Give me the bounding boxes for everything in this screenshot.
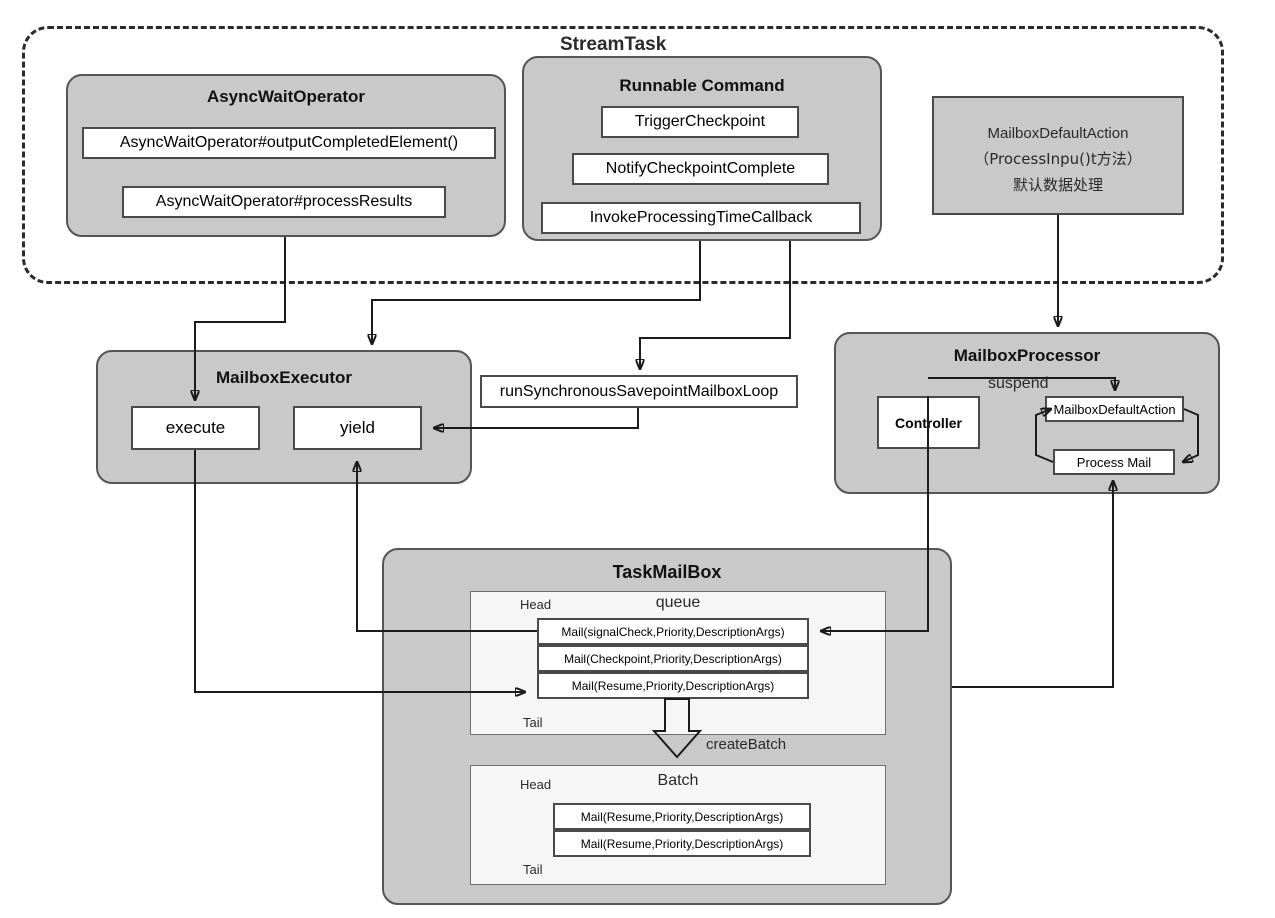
mailbox-default-action-line2: （ProcessInpu()t方法） (974, 150, 1142, 168)
task-mailbox-title: TaskMailBox (612, 562, 722, 582)
runnable-command-item-2[interactable]: InvokeProcessingTimeCallback (541, 202, 861, 234)
mailbox-processor-process-mail[interactable]: Process Mail (1053, 449, 1175, 475)
queue-tail-label: Tail (523, 715, 543, 730)
run-synchronous-savepoint-mailbox-loop[interactable]: runSynchronousSavepointMailboxLoop (480, 375, 798, 408)
runnable-command-title: Runnable Command (619, 76, 785, 95)
async-wait-operator-title: AsyncWaitOperator (206, 87, 366, 106)
queue-mail-0[interactable]: Mail(signalCheck,Priority,DescriptionArg… (537, 618, 809, 645)
suspend-label: suspend (988, 375, 1049, 392)
mailbox-processor-controller[interactable]: Controller (877, 396, 980, 449)
mailbox-executor-execute[interactable]: execute (131, 406, 260, 450)
batch-head-label: Head (520, 777, 552, 792)
async-wait-operator-item-0[interactable]: AsyncWaitOperator#outputCompletedElement… (82, 127, 496, 159)
batch-title: Batch (657, 772, 699, 789)
batch-mail-1[interactable]: Mail(Resume,Priority,DescriptionArgs) (553, 830, 811, 857)
mailbox-default-action-box[interactable] (932, 96, 1184, 215)
stream-task-title: StreamTask (560, 34, 667, 55)
runnable-command-item-1[interactable]: NotifyCheckpointComplete (572, 153, 829, 185)
mailbox-executor-title: MailboxExecutor (215, 368, 353, 387)
mailbox-executor-yield[interactable]: yield (293, 406, 422, 450)
runnable-command-item-0[interactable]: TriggerCheckpoint (601, 106, 799, 138)
mailbox-default-action-line1: MailboxDefaultAction (987, 125, 1129, 142)
create-batch-label: createBatch (706, 736, 787, 753)
async-wait-operator-item-1[interactable]: AsyncWaitOperator#processResults (122, 186, 446, 218)
batch-mail-0[interactable]: Mail(Resume,Priority,DescriptionArgs) (553, 803, 811, 830)
queue-mail-1[interactable]: Mail(Checkpoint,Priority,DescriptionArgs… (537, 645, 809, 672)
mailbox-processor-title: MailboxProcessor (953, 346, 1101, 365)
mailbox-processor-default-action[interactable]: MailboxDefaultAction (1045, 396, 1184, 422)
wire-taskmailbox-to-processmail (952, 481, 1113, 688)
batch-tail-label: Tail (523, 862, 543, 877)
queue-mail-2[interactable]: Mail(Resume,Priority,DescriptionArgs) (537, 672, 809, 699)
mailbox-default-action-line3: 默认数据处理 (1012, 176, 1103, 194)
queue-title: queue (655, 594, 701, 611)
